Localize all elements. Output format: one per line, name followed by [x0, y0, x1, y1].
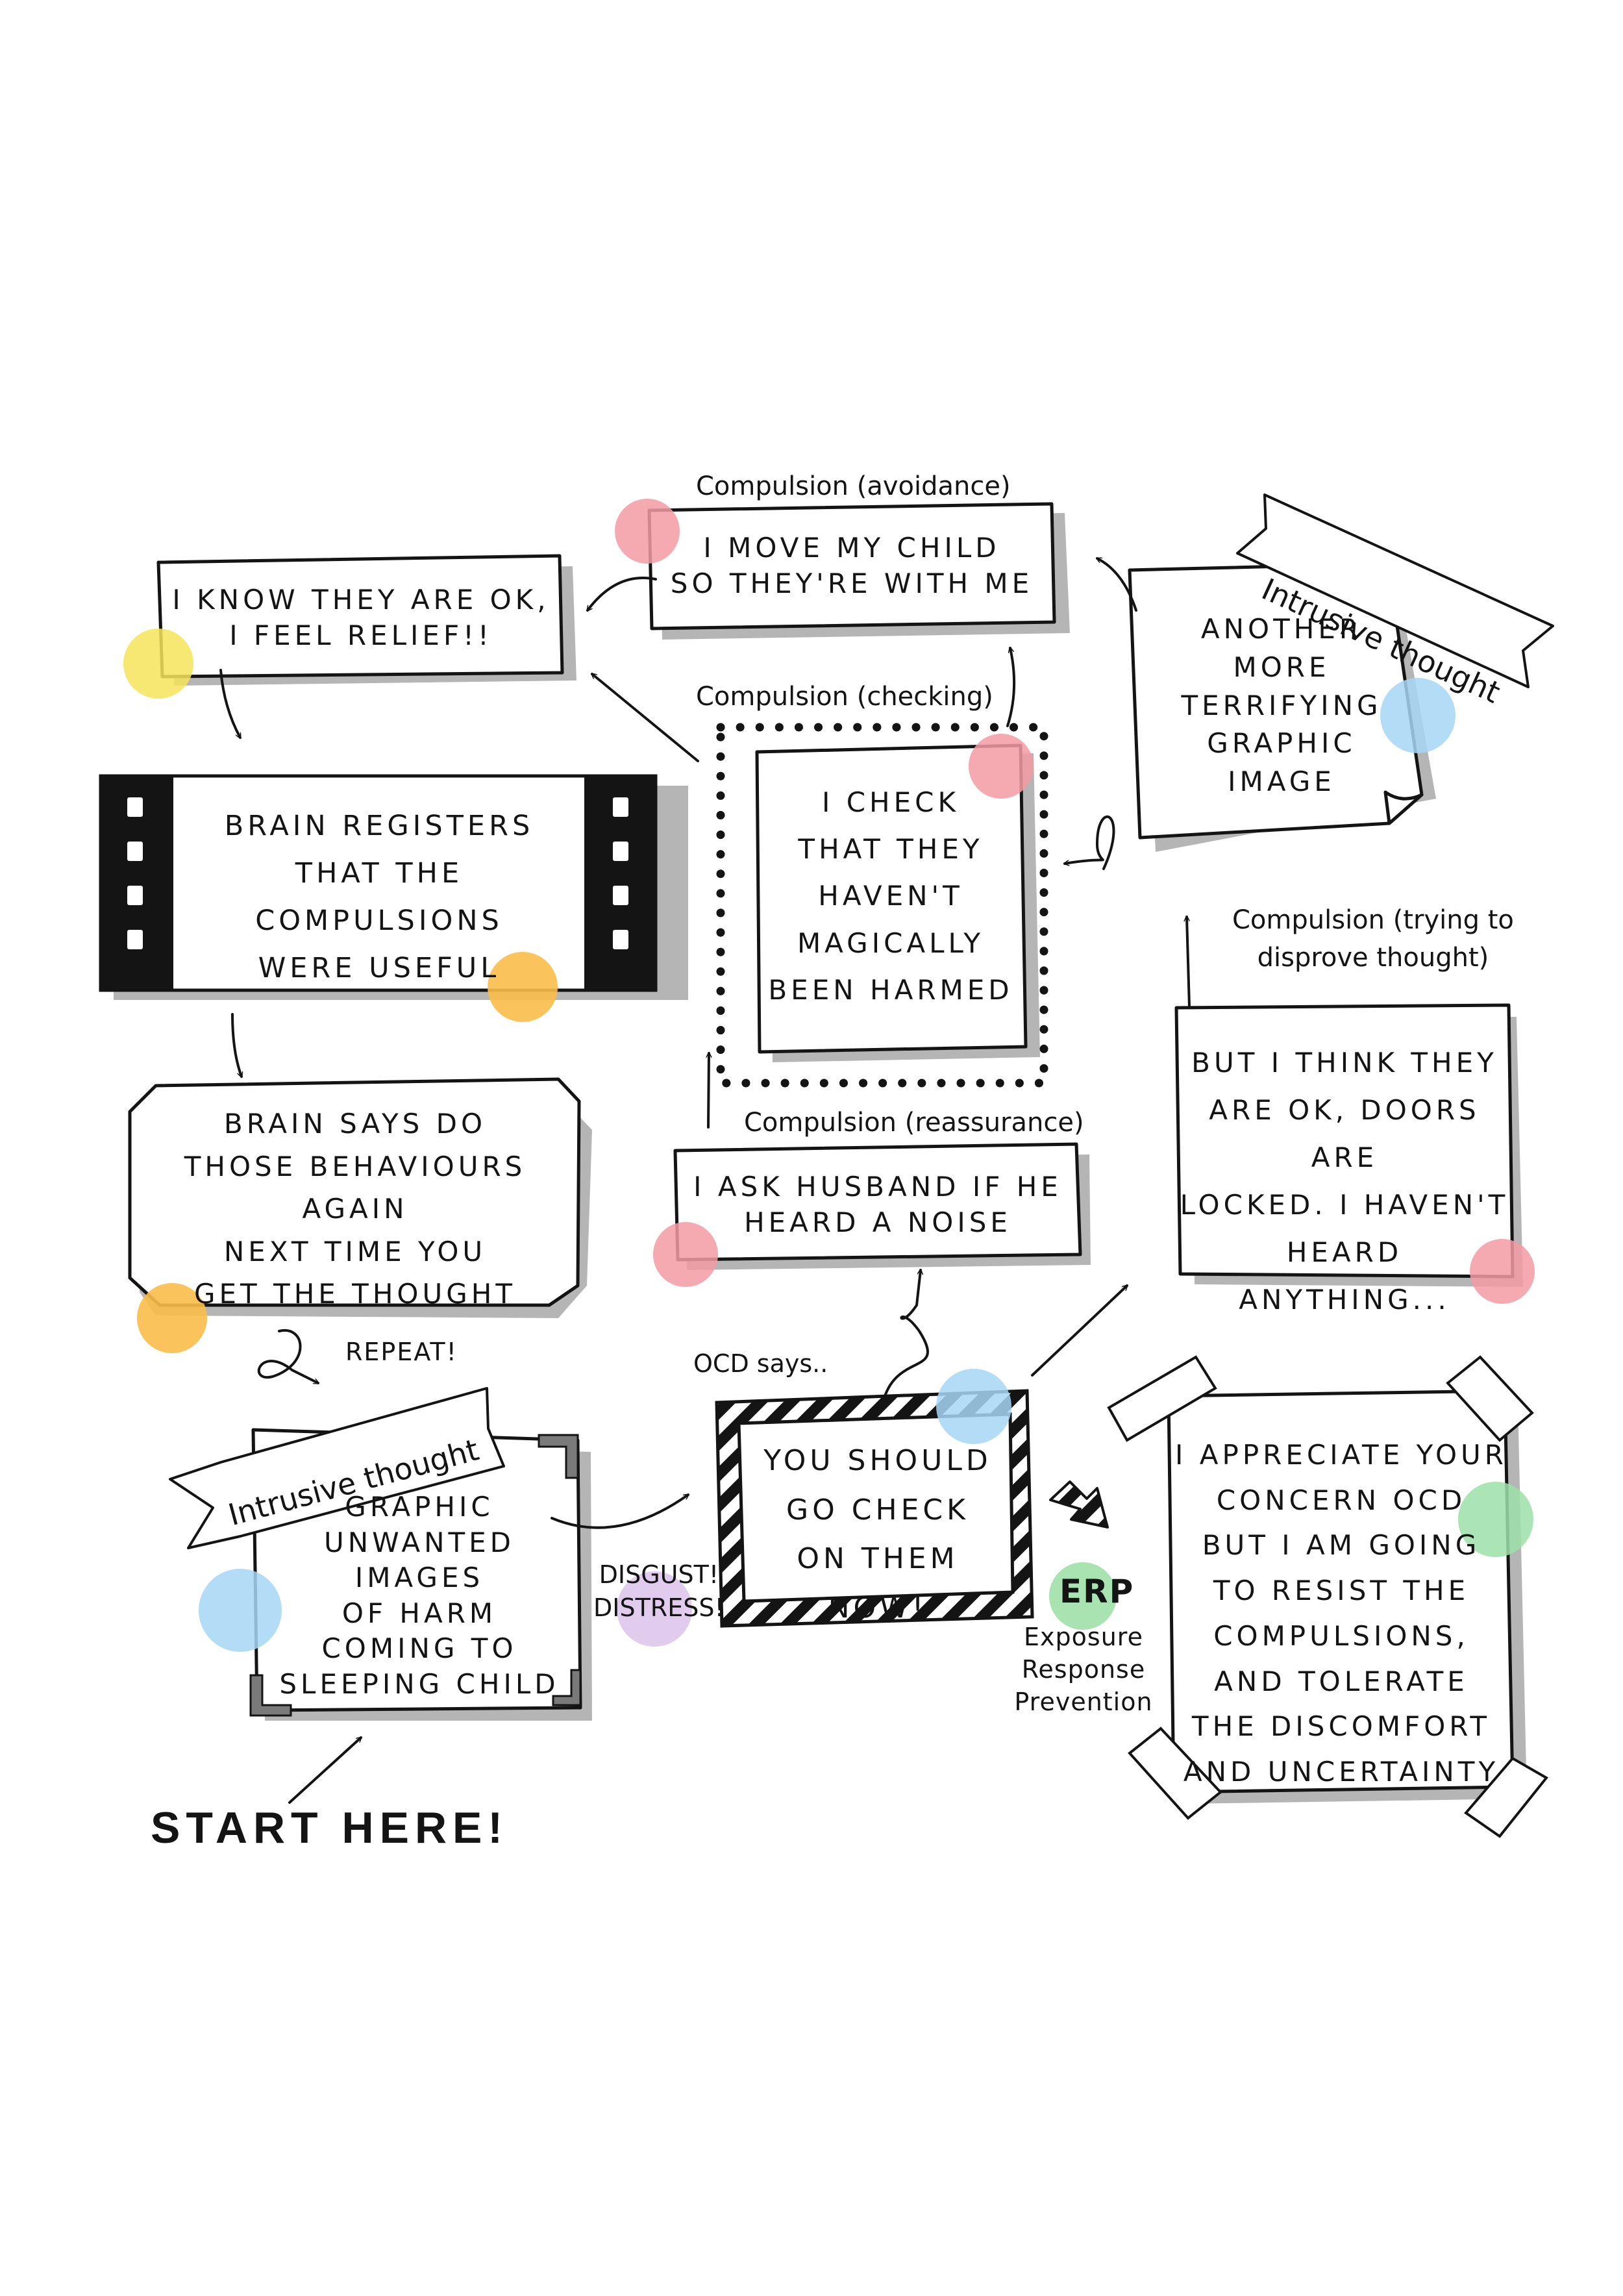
- intrusive-banner-top-shape: [1236, 493, 1554, 688]
- you-should-striped-box: [715, 1389, 1034, 1628]
- another-image-box-text: Another more terrifying graphic image: [1181, 613, 1382, 798]
- graphic-corner-brackets: [249, 1434, 582, 1717]
- banner-shapes: [169, 493, 1554, 1549]
- label-compulsion-checking: Compulsion (checking): [696, 682, 993, 712]
- label-disgust-distress: DISGUST! DISTRESS!: [593, 1560, 725, 1623]
- dot-green-marker: [1049, 1562, 1117, 1630]
- label-erp-full: Exposure Response Prevention: [1014, 1623, 1153, 1717]
- graphic-box-text: Graphic unwanted images of harm coming t…: [279, 1491, 560, 1700]
- move-child-box-text: I move my child so they're with me: [670, 532, 1034, 600]
- box-outlines: [128, 502, 1515, 1794]
- dot-blue-marker: [936, 1369, 1011, 1444]
- appreciate-box-text: I appreciate your concern OCD but I am g…: [1175, 1439, 1507, 1788]
- label-compulsion-avoidance: Compulsion (avoidance): [696, 471, 1011, 501]
- intrusive-banner-bottom-shape: [169, 1387, 505, 1549]
- check-box-text: I check that they haven't magically been…: [768, 786, 1013, 1006]
- brain-says-box: [128, 1077, 581, 1307]
- label-erp: ERP: [1059, 1573, 1135, 1610]
- registers-filmstrip: [99, 774, 658, 992]
- dot-yellow-marker: [123, 629, 193, 699]
- label-ocd-says: OCD says..: [693, 1349, 828, 1378]
- you-should-box-text: You should go check on them now!: [763, 1444, 992, 1625]
- dot-blue-marker: [199, 1569, 282, 1652]
- dot-purple-marker: [617, 1571, 692, 1647]
- another-image-curl: [1383, 790, 1424, 825]
- check-box: [755, 743, 1028, 1054]
- registers-box-text: Brain registers that the compulsions wer…: [224, 810, 534, 985]
- dot-blue-marker: [1380, 678, 1456, 753]
- ask-husband-box-text: I ask husband if he heard a noise: [693, 1171, 1062, 1239]
- check-dotted-frame: [716, 723, 1048, 1088]
- color-dots: [123, 499, 1535, 1652]
- label-repeat: REPEAT!: [345, 1338, 458, 1366]
- dot-orange-marker: [137, 1283, 207, 1353]
- dot-pink-marker: [653, 1222, 718, 1287]
- label-compulsion-disprove: Compulsion (trying to disprove thought): [1232, 905, 1514, 973]
- dot-pink-marker: [615, 499, 680, 564]
- dot-pink-marker: [1470, 1239, 1535, 1304]
- label-compulsion-reassurance: Compulsion (reassurance): [744, 1108, 1084, 1138]
- dot-pink-marker: [969, 734, 1034, 799]
- dot-green-marker: [1458, 1482, 1533, 1557]
- relief-box-text: I know they are ok, I feel relief!!: [172, 584, 550, 652]
- start-here-label: START HERE!: [151, 1803, 509, 1853]
- tape-strips: [1107, 1355, 1549, 1838]
- brain-says-box-text: Brain says do those behaviours again nex…: [184, 1108, 527, 1310]
- connector-arrows: [219, 557, 1191, 1804]
- dot-orange-marker: [488, 952, 558, 1022]
- erp-arrow: [1049, 1480, 1109, 1529]
- move-child-box: [647, 502, 1056, 630]
- think-ok-box-text: But I think they are ok, doors are locke…: [1180, 1047, 1509, 1316]
